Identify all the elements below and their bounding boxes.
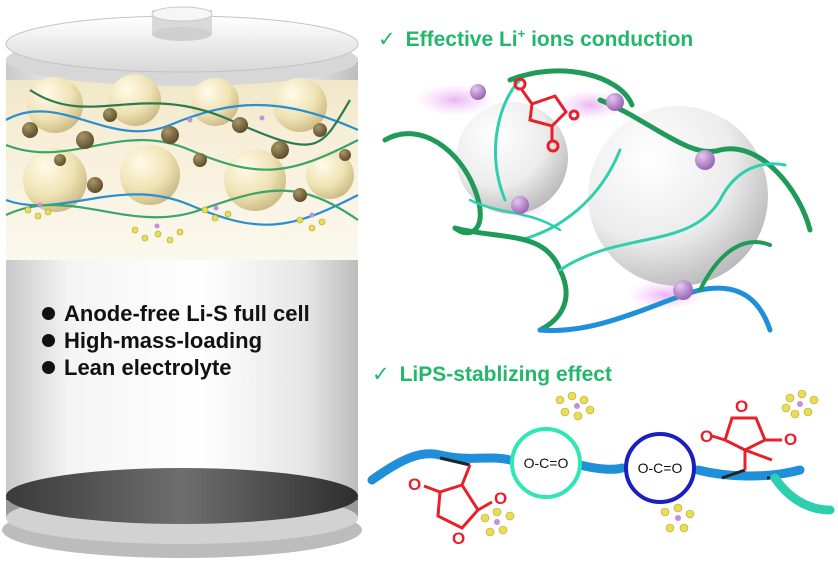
battery-terminal-base	[152, 27, 212, 41]
ester-label-left: O-C=O	[524, 455, 569, 471]
check-icon: ✓	[372, 363, 390, 386]
feature-text: Lean electrolyte	[64, 355, 232, 380]
anhydride-right	[711, 416, 782, 470]
bullet-dot	[42, 307, 55, 320]
feature-high-mass-loading: High-mass-loading	[42, 327, 342, 354]
anhydride-right-o3: O	[784, 430, 797, 449]
feature-list: Anode-free Li-S full cell High-mass-load…	[42, 300, 342, 381]
battery-terminal	[151, 6, 213, 22]
ion-conduction-network	[382, 68, 813, 333]
feature-text: Anode-free Li-S full cell	[64, 301, 310, 326]
bullet-dot	[42, 334, 55, 347]
battery-polymer-strands	[5, 89, 359, 226]
heading-superscript: +	[517, 26, 526, 41]
heading-tail: ions conduction	[525, 28, 694, 51]
heading-lips-stabilizing: ✓ LiPS-stablizing effect	[372, 362, 612, 387]
anhydride-left	[423, 464, 493, 530]
cathode-spheres	[23, 74, 354, 212]
anhydride-left-o2: O	[494, 489, 507, 508]
battery-particles	[22, 108, 351, 202]
lips-clusters	[480, 389, 819, 537]
feature-anode-free: Anode-free Li-S full cell	[42, 300, 342, 327]
heading-ion-conduction: ✓ Effective Li+ ions conduction	[378, 26, 693, 52]
lips-polymer: O-C=O O-C=O O O O O O O	[367, 389, 835, 548]
ester-ring-blue	[624, 432, 696, 504]
feature-lean-electrolyte: Lean electrolyte	[42, 354, 342, 381]
polymer-side-bonds	[439, 456, 770, 480]
polymer-backbone	[367, 449, 835, 515]
particle-sphere-large	[588, 106, 768, 286]
anhydride-right-o1: O	[700, 427, 713, 446]
anhydride-right-o2: O	[735, 397, 748, 416]
battery	[2, 6, 362, 558]
anhydride-left-o3: O	[452, 529, 465, 548]
particle-sphere-small	[456, 102, 568, 214]
bullet-dot	[42, 361, 55, 374]
battery-lips-clusters	[24, 115, 326, 244]
ester-ring-cyan	[510, 427, 582, 499]
network-chains	[382, 68, 813, 333]
li-ions	[470, 84, 715, 300]
network-anhydride	[513, 77, 580, 153]
check-icon: ✓	[378, 28, 396, 51]
anhydride-left-o1: O	[408, 475, 421, 494]
battery-base-plate-top	[6, 468, 358, 524]
ester-label-right: O-C=O	[638, 460, 683, 476]
heading-text: Effective Li	[405, 28, 518, 51]
heading-text: LiPS-stablizing effect	[399, 363, 612, 386]
feature-text: High-mass-loading	[64, 328, 263, 353]
